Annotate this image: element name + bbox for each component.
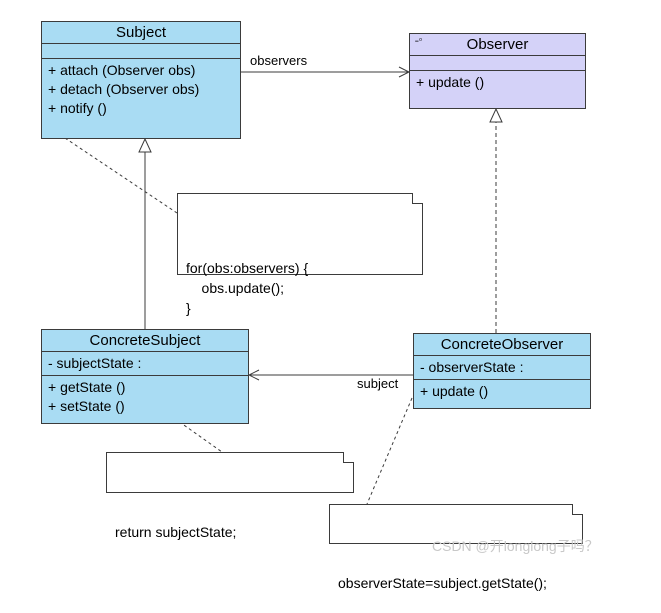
concrete-subject-method-getstate: + getState () xyxy=(48,379,126,395)
concrete-observer-class[interactable]: ConcreteObserver - observerState : + upd… xyxy=(413,333,591,409)
get-state-note-text: return subjectState; xyxy=(115,524,237,540)
concrete-subject-attributes: - subjectState : xyxy=(42,352,248,376)
subject-class-name: Subject xyxy=(42,22,240,44)
subject-association-arrowhead xyxy=(247,369,260,381)
concrete-observer-class-name: ConcreteObserver xyxy=(414,334,590,356)
update-note-text: observerState=subject.getState(); xyxy=(338,575,547,591)
concrete-observer-method-update: + update () xyxy=(420,383,489,399)
subject-method-notify: + notify () xyxy=(48,100,107,116)
subject-class[interactable]: Subject + attach (Observer obs) + detach… xyxy=(41,21,241,139)
subject-methods: + attach (Observer obs) + detach (Observ… xyxy=(42,59,240,120)
observer-interface[interactable]: ˗◦ Observer + update () xyxy=(409,33,586,109)
note-fold-icon xyxy=(343,452,354,463)
observer-interface-label: Observer xyxy=(466,36,529,53)
concrete-observer-realization-arrowhead xyxy=(489,107,503,123)
notify-note-anchor xyxy=(49,127,178,214)
concrete-subject-generalization-arrowhead xyxy=(138,137,152,153)
concrete-subject-attribute-state: - subjectState : xyxy=(48,355,142,371)
concrete-subject-class-name: ConcreteSubject xyxy=(42,330,248,352)
observer-method-update: + update () xyxy=(416,74,485,90)
observer-attributes xyxy=(410,56,585,71)
observer-interface-name: ˗◦ Observer xyxy=(410,34,585,56)
note-fold-icon xyxy=(412,193,423,204)
observer-methods: + update () xyxy=(410,71,585,94)
concrete-subject-method-setstate: + setState () xyxy=(48,398,125,414)
watermark: CSDN @开longlong子吗？ xyxy=(432,538,599,554)
interface-icon: ˗◦ xyxy=(415,34,423,46)
observers-role-label: observers xyxy=(250,53,308,68)
concrete-observer-attributes: - observerState : xyxy=(414,356,590,380)
update-note-anchor xyxy=(366,397,413,505)
subject-attributes xyxy=(42,44,240,59)
notify-note[interactable]: for(obs:observers) { obs.update(); } xyxy=(177,193,423,316)
note-fold-icon xyxy=(572,504,583,515)
subject-role-label: subject xyxy=(357,376,399,391)
concrete-observer-attribute-state: - observerState : xyxy=(420,359,524,375)
concrete-subject-class[interactable]: ConcreteSubject - subjectState : + getSt… xyxy=(41,329,249,424)
notify-note-text: for(obs:observers) { obs.update(); } xyxy=(186,260,309,316)
concrete-subject-methods: + getState () + setState () xyxy=(42,376,248,418)
get-state-note[interactable]: return subjectState; xyxy=(106,452,354,540)
subject-method-detach: + detach (Observer obs) xyxy=(48,81,200,97)
concrete-observer-methods: + update () xyxy=(414,380,590,403)
subject-method-attach: + attach (Observer obs) xyxy=(48,62,196,78)
